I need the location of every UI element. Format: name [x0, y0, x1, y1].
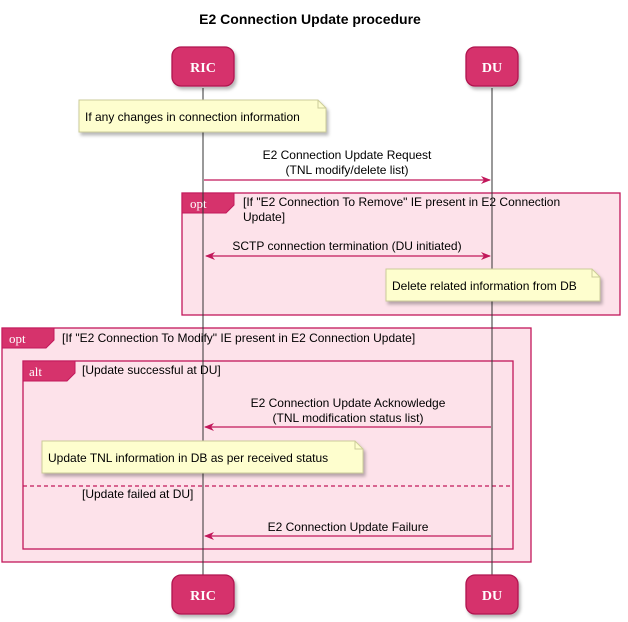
- message-sctp-termination: SCTP connection termination (DU initiate…: [205, 239, 491, 260]
- diagram-title: E2 Connection Update procedure: [199, 11, 421, 27]
- message-request-line2: (TNL modify/delete list): [286, 163, 409, 177]
- participant-ric-bottom: RIC: [171, 574, 235, 615]
- message-acknowledge: E2 Connection Update Acknowledge (TNL mo…: [204, 396, 491, 431]
- message-ack-line2: (TNL modification status list): [273, 411, 424, 425]
- fragment-alt-tag: alt: [29, 364, 42, 379]
- message-sctp-text: SCTP connection termination (DU initiate…: [232, 239, 461, 253]
- fragment-opt-guard-line1: [If "E2 Connection To Remove" IE present…: [243, 195, 560, 209]
- note-update-tnl: Update TNL information in DB as per rece…: [41, 440, 364, 474]
- note-delete-db-text: Delete related information from DB: [392, 279, 577, 293]
- note-changes: If any changes in connection information: [78, 99, 327, 133]
- fragment-opt-guard-line2: Update]: [243, 210, 285, 224]
- message-request: E2 Connection Update Request (TNL modify…: [204, 148, 491, 184]
- note-delete-db: Delete related information from DB: [385, 268, 601, 302]
- participant-ric-label: RIC: [190, 589, 216, 604]
- alt-guard-success: [Update successful at DU]: [82, 363, 221, 377]
- message-failure-text: E2 Connection Update Failure: [268, 520, 429, 534]
- participant-ric-label: RIC: [190, 61, 216, 76]
- participant-du-top: DU: [465, 46, 519, 87]
- fragment-opt-tag: opt: [9, 331, 26, 346]
- message-failure: E2 Connection Update Failure: [204, 520, 491, 540]
- note-update-tnl-text: Update TNL information in DB as per rece…: [48, 451, 328, 465]
- alt-guard-failed: [Update failed at DU]: [82, 487, 193, 501]
- participant-du-label: DU: [482, 61, 502, 76]
- message-request-line1: E2 Connection Update Request: [263, 148, 432, 162]
- participant-du-bottom: DU: [465, 574, 519, 615]
- message-ack-line1: E2 Connection Update Acknowledge: [251, 396, 446, 410]
- participant-ric-top: RIC: [171, 46, 235, 87]
- fragment-opt-tag: opt: [190, 196, 207, 211]
- participant-du-label: DU: [482, 589, 502, 604]
- note-changes-text: If any changes in connection information: [85, 110, 300, 124]
- fragment-opt-guard: [If "E2 Connection To Modify" IE present…: [62, 331, 415, 345]
